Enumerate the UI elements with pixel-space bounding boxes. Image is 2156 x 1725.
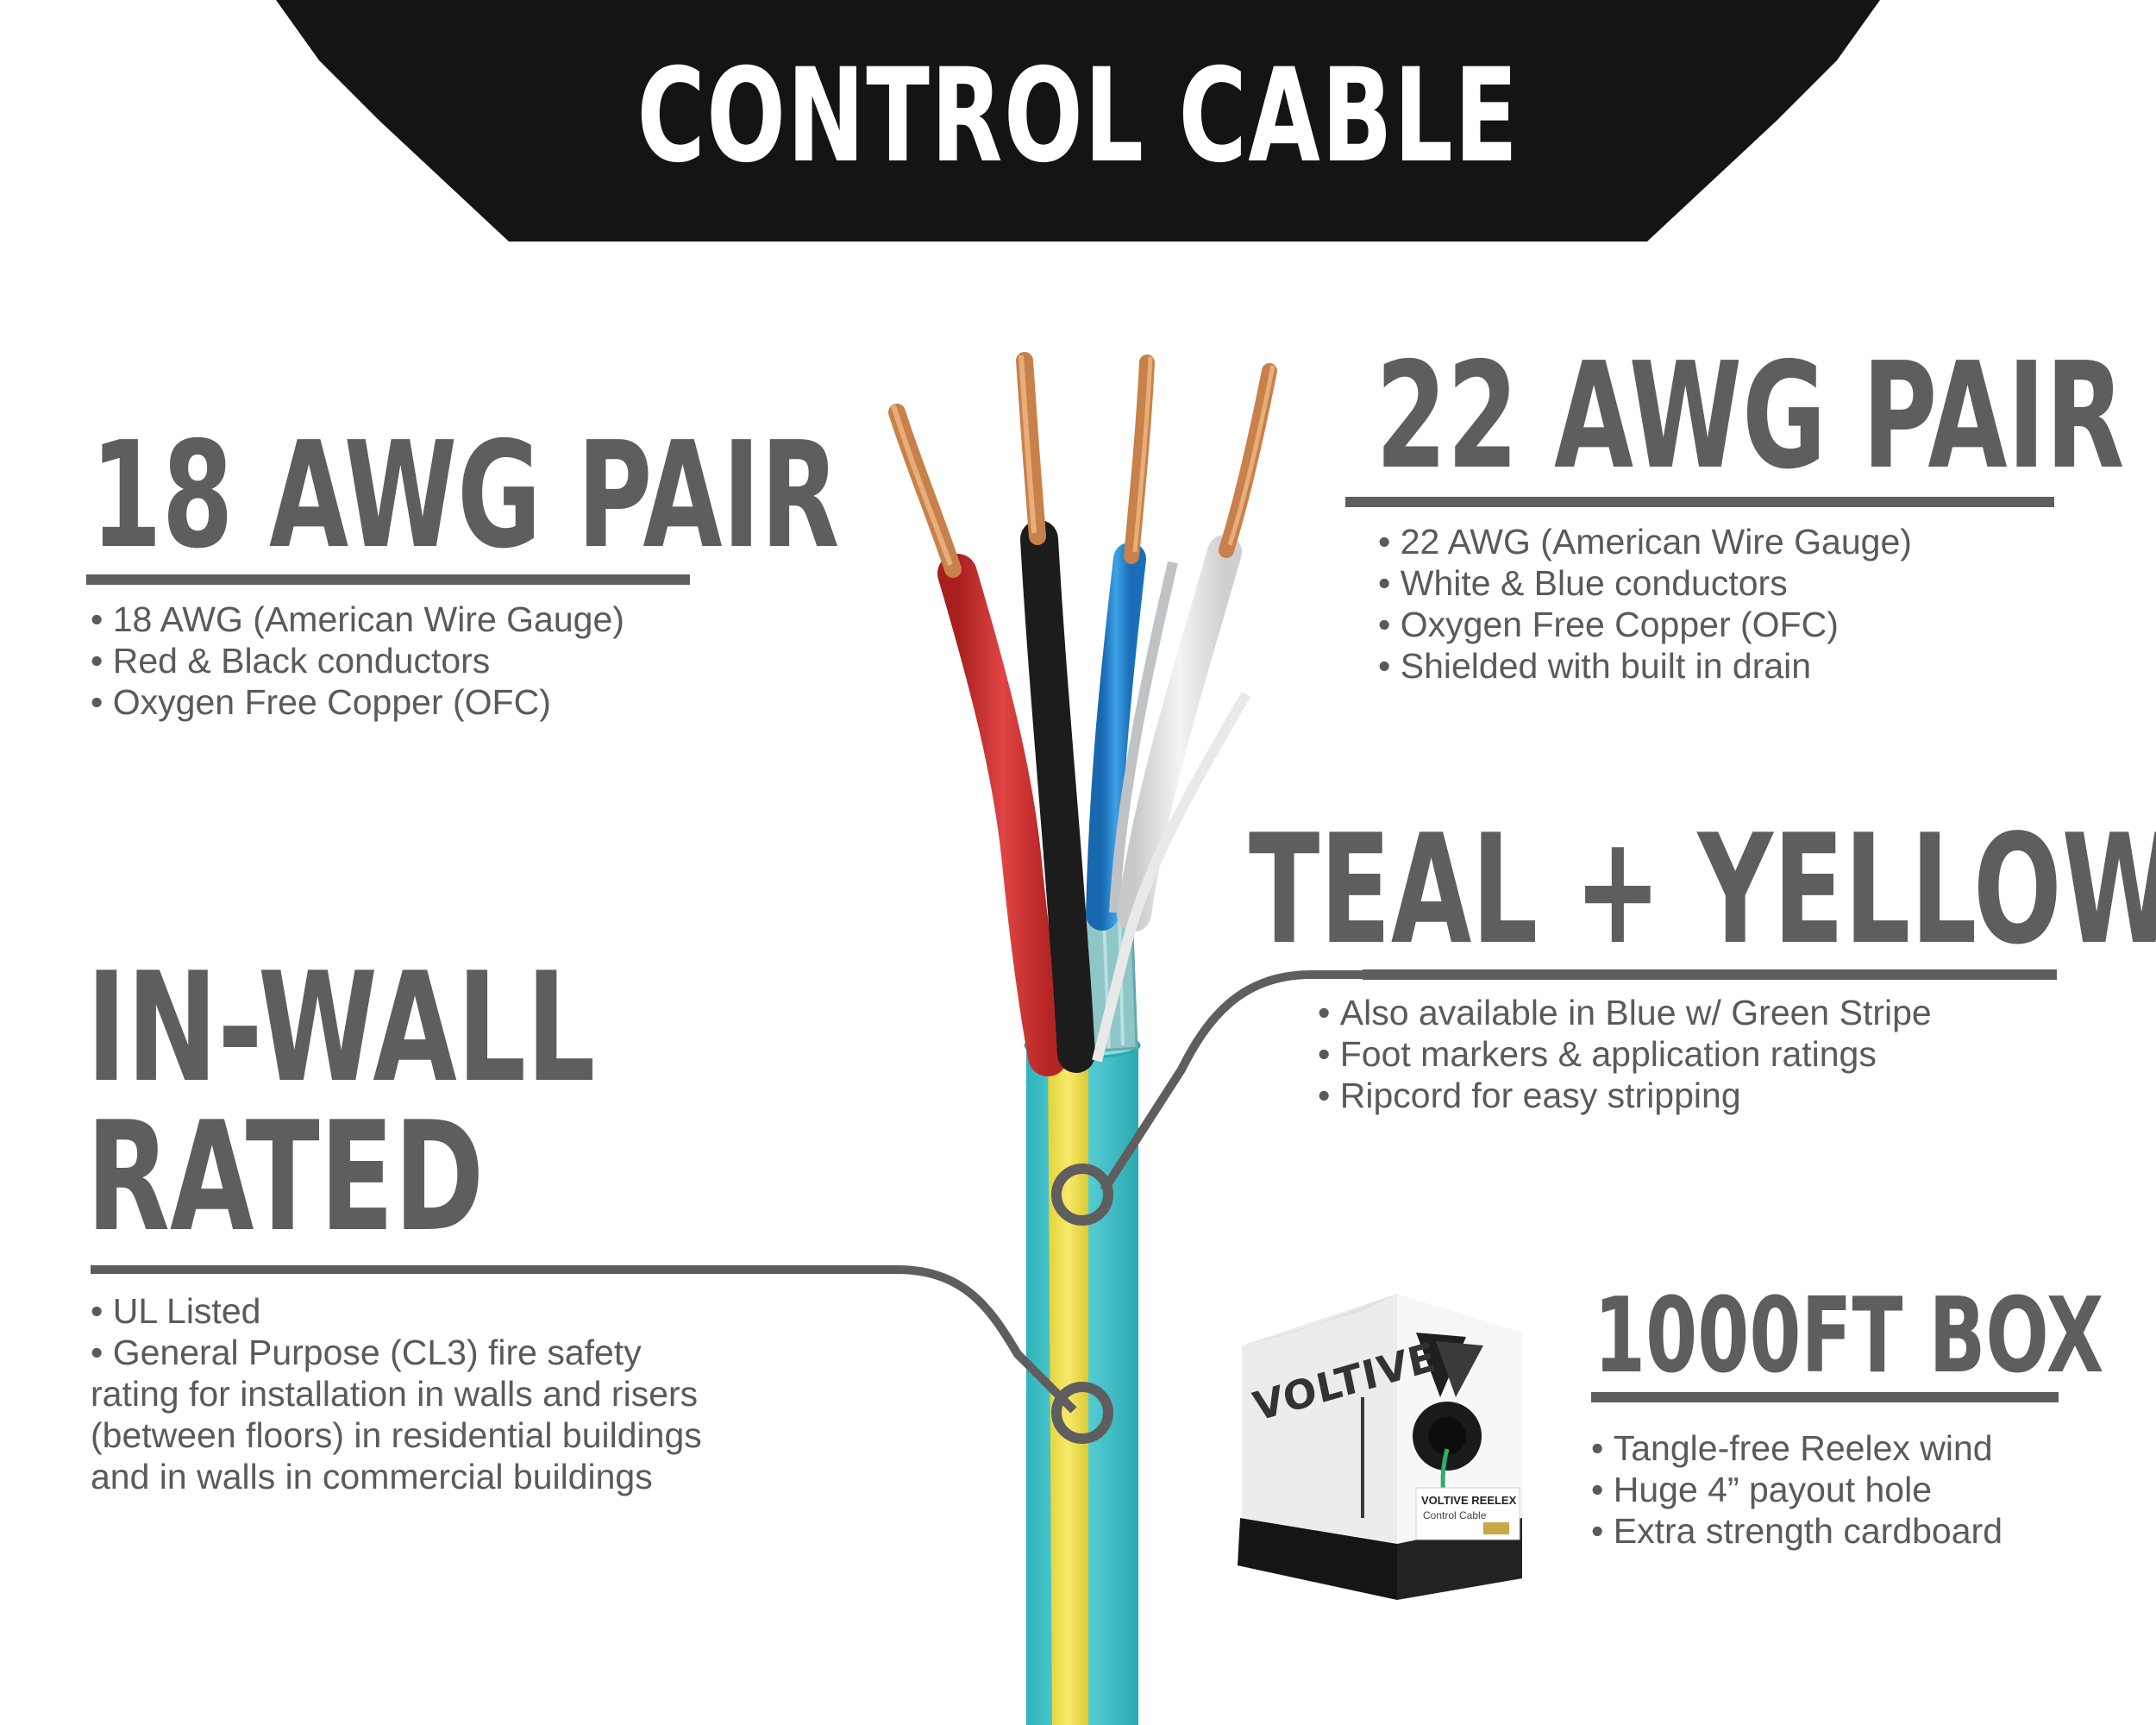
list-item: Extra strength cardboard xyxy=(1591,1510,2002,1552)
list-item: Oxygen Free Copper (OFC) xyxy=(1378,604,1912,645)
box-sublabel-text: Control Cable xyxy=(1423,1509,1487,1521)
callout-lines xyxy=(91,970,1363,1444)
colors-heading: TEAL + YELLOW xyxy=(1249,803,2156,978)
colors-bullets: Also available in Blue w/ Green Stripe F… xyxy=(1318,992,1932,1116)
title-banner: CONTROL CABLE xyxy=(276,0,1880,242)
list-item: Shielded with built in drain xyxy=(1378,645,1912,687)
inwall-heading-line2: RATED xyxy=(86,1090,485,1265)
white-conductor xyxy=(1117,363,1277,932)
product-box-image: VOLTIVE VOLTIVE REELEX Control Cable xyxy=(1225,1259,1552,1604)
banner-background xyxy=(276,0,1880,242)
ripcord xyxy=(1092,691,1251,1063)
rating-text-line4: and in walls in commercial buildings xyxy=(91,1457,653,1496)
box-heading: 1000FT BOX xyxy=(1594,1276,2104,1396)
rating-text-line1: • General Purpose (CL3) fire safety xyxy=(91,1333,642,1372)
list-item: Huge 4” payout hole xyxy=(1591,1469,2002,1510)
colors-underline xyxy=(1363,969,2057,980)
list-item: Ripcord for easy stripping xyxy=(1318,1075,1932,1116)
box-label-text: VOLTIVE REELEX xyxy=(1421,1494,1517,1507)
black-conductor xyxy=(1016,352,1095,1073)
box-illustration xyxy=(1238,1294,1522,1600)
inwall-heading-line1: IN-WALL xyxy=(86,941,596,1116)
list-item: White & Blue conductors xyxy=(1378,562,1912,604)
box-bullets: Tangle-free Reelex wind Huge 4” payout h… xyxy=(1591,1427,2002,1552)
box-underline xyxy=(1591,1392,2059,1402)
blue-conductor xyxy=(1086,354,1155,931)
list-item: Red & Black conductors xyxy=(91,640,624,681)
awg18-underline xyxy=(86,574,690,585)
red-conductor xyxy=(888,404,1068,1076)
ul-listed-text: • UL Listed xyxy=(91,1291,261,1331)
inwall-body: • UL Listed • General Purpose (CL3) fire… xyxy=(91,1290,702,1497)
rating-text-line3: (between floors) in residential building… xyxy=(91,1415,702,1455)
rating-text-line2: rating for installation in walls and ris… xyxy=(91,1374,699,1414)
list-item: 22 AWG (American Wire Gauge) xyxy=(1378,521,1912,562)
list-item: 18 AWG (American Wire Gauge) xyxy=(91,599,624,640)
list-item: Foot markers & application ratings xyxy=(1318,1033,1932,1075)
page-title: CONTROL CABLE xyxy=(636,41,1520,191)
list-item: Oxygen Free Copper (OFC) xyxy=(91,681,624,723)
drain-wire xyxy=(1109,561,1178,913)
awg18-bullets: 18 AWG (American Wire Gauge) Red & Black… xyxy=(91,599,624,723)
list-item: Tangle-free Reelex wind xyxy=(1591,1427,2002,1469)
list-item: Also available in Blue w/ Green Stripe xyxy=(1318,992,1932,1033)
awg22-bullets: 22 AWG (American Wire Gauge) White & Blu… xyxy=(1378,521,1912,687)
awg18-heading: 18 AWG PAIR xyxy=(91,411,840,581)
awg22-underline xyxy=(1345,497,2054,507)
awg22-heading: 22 AWG PAIR xyxy=(1376,331,2125,502)
